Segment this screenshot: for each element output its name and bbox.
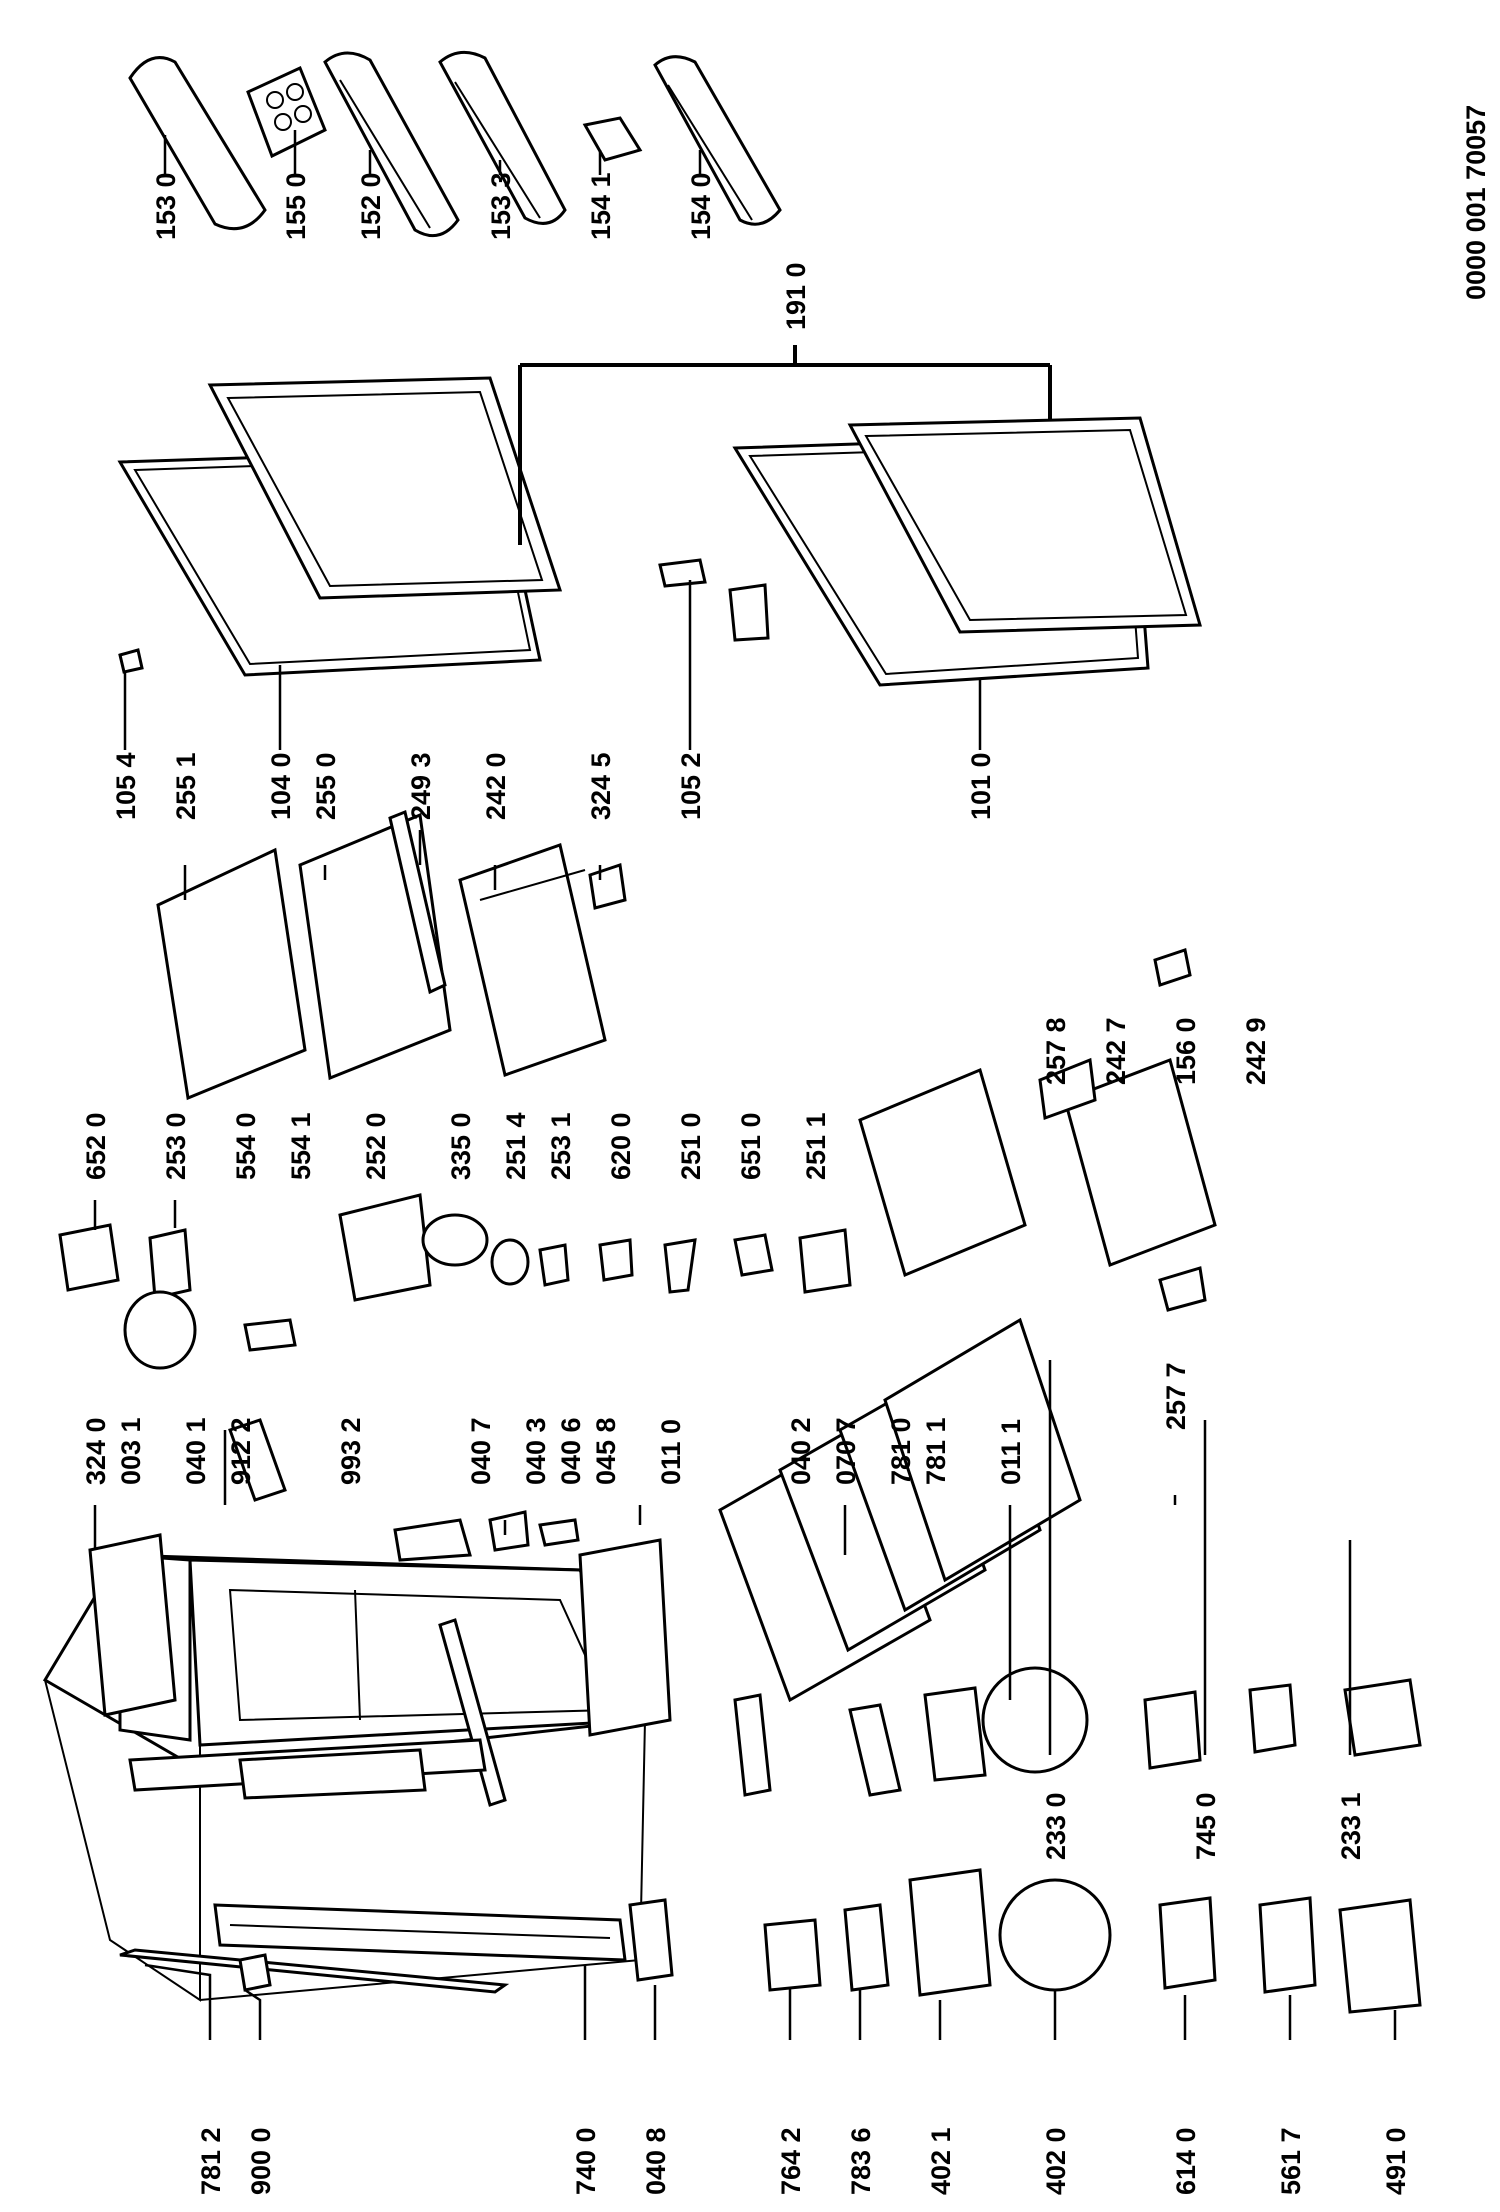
label-251-1: 251 1	[801, 1112, 831, 1180]
label-255-0: 255 0	[311, 752, 341, 820]
label-257-8: 257 8	[1041, 1017, 1071, 1085]
label-335-0: 335 0	[446, 1112, 476, 1180]
label-651-0: 651 0	[736, 1112, 766, 1180]
label-251-4: 251 4	[501, 1112, 531, 1180]
label-040-3: 040 3	[521, 1417, 551, 1485]
label-105-4: 105 4	[111, 752, 141, 820]
label-233-1: 233 1	[1336, 1792, 1366, 1860]
leader-lines-bottom	[144, 1963, 1397, 2040]
label-561-7: 561 7	[1276, 2127, 1306, 2195]
label-011-0: 011 0	[656, 1419, 686, 1485]
label-783-6: 783 6	[846, 2127, 876, 2195]
label-554-1: 554 1	[286, 1112, 316, 1180]
label-491-0: 491 0	[1381, 2127, 1411, 2195]
label-242-7: 242 7	[1101, 1017, 1131, 1085]
label-402-1: 402 1	[926, 2127, 956, 2195]
leader-lines	[93, 130, 1352, 1755]
label-740-0: 740 0	[571, 2127, 601, 2195]
part-drawing-doors	[117, 376, 1202, 687]
part-drawing-shelves	[156, 809, 627, 1101]
part-drawing-bottom-row	[119, 1868, 1422, 2014]
label-620-0: 620 0	[606, 1112, 636, 1180]
label-045-8: 045 8	[591, 1417, 621, 1485]
label-252-0: 252 0	[361, 1112, 391, 1180]
label-156-0: 156 0	[1171, 1017, 1201, 1085]
label-154-0: 154 0	[686, 172, 716, 240]
label-253-0: 253 0	[161, 1112, 191, 1180]
label-242-9: 242 9	[1241, 1017, 1271, 1085]
label-253-1: 253 1	[546, 1112, 576, 1180]
label-040-7: 040 7	[466, 1417, 496, 1485]
bracket-191-0	[518, 345, 1052, 545]
part-drawing-electrical	[58, 1193, 852, 1370]
part-drawing-door-bins	[128, 50, 782, 238]
label-011-1: 011 1	[996, 1419, 1026, 1485]
label-614-0: 614 0	[1171, 2127, 1201, 2195]
part-labels: 153 0 155 0 152 0 153 3 154 1 154 0 191 …	[81, 172, 1411, 2195]
label-402-0: 402 0	[1041, 2127, 1071, 2195]
label-070-7: 070 7	[831, 1417, 861, 1485]
label-781-2: 781 2	[196, 2127, 226, 2195]
label-191-0: 191 0	[781, 262, 811, 330]
label-324-5: 324 5	[586, 752, 616, 820]
label-105-2: 105 2	[676, 752, 706, 820]
label-101-0: 101 0	[966, 752, 996, 820]
label-993-2: 993 2	[336, 1417, 366, 1485]
part-drawing-cabinet	[42, 1418, 672, 2002]
label-040-1: 040 1	[181, 1417, 211, 1485]
label-040-6: 040 6	[556, 1417, 586, 1485]
label-764-2: 764 2	[776, 2127, 806, 2195]
label-324-0: 324 0	[81, 1417, 111, 1485]
label-745-0: 745 0	[1191, 1792, 1221, 1860]
label-233-0: 233 0	[1041, 1792, 1071, 1860]
label-255-1: 255 1	[171, 752, 201, 820]
part-drawing-wire-shelves	[718, 948, 1217, 1703]
label-040-2: 040 2	[786, 1417, 816, 1485]
label-153-0: 153 0	[151, 172, 181, 240]
label-040-8: 040 8	[641, 2127, 671, 2195]
label-900-0: 900 0	[246, 2127, 276, 2195]
label-152-0: 152 0	[356, 172, 386, 240]
label-912-2: 912 2	[226, 1417, 256, 1485]
part-drawing-compressor-group	[128, 1666, 1422, 1800]
label-154-1: 154 1	[586, 172, 616, 240]
document-number: 0000 001 70057	[1461, 105, 1491, 300]
label-251-0: 251 0	[676, 1112, 706, 1180]
label-554-0: 554 0	[231, 1112, 261, 1180]
label-104-0: 104 0	[266, 752, 296, 820]
label-257-7: 257 7	[1161, 1362, 1191, 1430]
label-249-3: 249 3	[406, 752, 436, 820]
label-003-1: 003 1	[116, 1417, 146, 1485]
label-781-1: 781 1	[921, 1417, 951, 1485]
label-155-0: 155 0	[281, 172, 311, 240]
label-781-0: 781 0	[886, 1417, 916, 1485]
label-652-0: 652 0	[81, 1112, 111, 1180]
label-153-3: 153 3	[486, 172, 516, 240]
label-242-0: 242 0	[481, 752, 511, 820]
